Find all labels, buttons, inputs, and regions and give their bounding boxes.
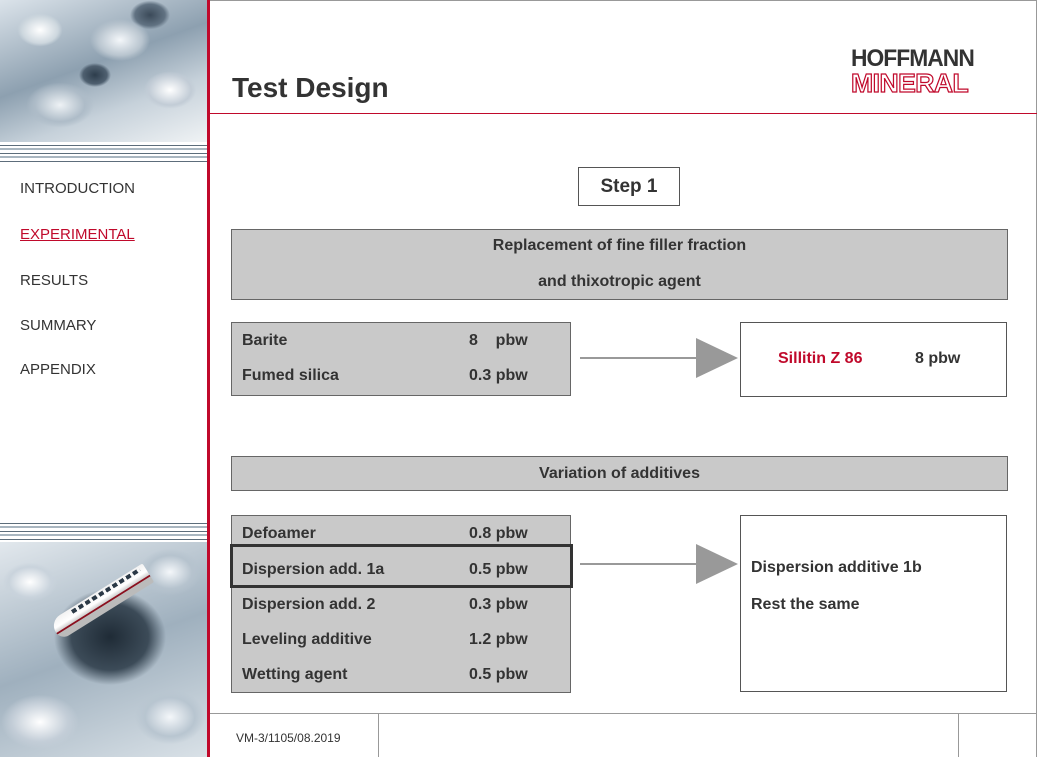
sidebar-divider <box>207 0 210 757</box>
right-arrow-icon <box>580 544 738 584</box>
decorative-stripes-bottom <box>0 520 207 542</box>
section1-banner: Replacement of fine filler fraction and … <box>231 229 1008 300</box>
section2-banner: Variation of additives <box>231 456 1008 491</box>
decorative-stripes-top <box>0 142 207 164</box>
ingredient-row: Dispersion add. 2 0.3 pbw <box>242 596 528 614</box>
nav-item-appendix[interactable]: APPENDIX <box>20 361 96 378</box>
ingredient-row: Barite 8 pbw <box>242 332 528 350</box>
ingredient-name: Leveling additive <box>242 631 372 648</box>
footer-separator <box>378 713 379 757</box>
ingredient-amount: 0.8 pbw <box>469 525 528 542</box>
ingredient-amount: 1.2 pbw <box>469 631 528 648</box>
footer-separator <box>958 713 959 757</box>
ingredient-name: Dispersion add. 1a <box>242 561 385 578</box>
ingredient-amount: 0.3 pbw <box>469 596 528 613</box>
ingredient-amount: 0.5 pbw <box>469 561 528 578</box>
ingredient-row: Leveling additive 1.2 pbw <box>242 631 528 649</box>
mineral-crystal-image-top <box>0 0 207 142</box>
section1-result-box: Sillitin Z 86 8 pbw <box>740 322 1007 397</box>
hoffmann-mineral-logo: HOFFMANN MINERAL <box>850 45 1011 98</box>
ingredient-name: Defoamer <box>242 525 316 542</box>
highlighted-row-frame <box>230 544 573 588</box>
result-line: Rest the same <box>751 596 860 613</box>
logo-text-bottom: MINERAL <box>850 68 969 98</box>
nav-item-summary[interactable]: SUMMARY <box>20 317 97 334</box>
result-line: Dispersion additive 1b <box>751 559 922 576</box>
ingredient-row: Defoamer 0.8 pbw <box>242 525 528 543</box>
ingredient-name: Fumed silica <box>242 367 339 384</box>
frame-top-border <box>0 0 1037 1</box>
section2-ingredients-box: Defoamer 0.8 pbw Dispersion add. 1a 0.5 … <box>231 515 571 693</box>
section1-banner-line1: Replacement of fine filler fraction <box>492 237 747 254</box>
ingredient-amount: 0.3 pbw <box>469 367 528 384</box>
ingredient-name: Wetting agent <box>242 666 348 683</box>
step-label: Step 1 <box>578 167 680 206</box>
result-amount: 8 pbw <box>915 350 961 367</box>
page-title: Test Design <box>232 72 389 103</box>
footer-divider <box>210 713 1037 714</box>
section1-ingredients-box: Barite 8 pbw Fumed silica 0.3 pbw <box>231 322 571 396</box>
sidebar: INTRODUCTION EXPERIMENTAL RESULTS SUMMAR… <box>0 0 207 757</box>
ingredient-amount: 8 pbw <box>469 332 528 349</box>
ingredient-amount: 0.5 pbw <box>469 666 528 683</box>
nav-item-introduction[interactable]: INTRODUCTION <box>20 180 135 197</box>
result-product: Sillitin Z 86 <box>778 350 863 367</box>
ingredient-row: Fumed silica 0.3 pbw <box>242 367 528 385</box>
section1-banner-line2: and thixotropic agent <box>538 273 701 290</box>
train-in-mineral-image <box>0 542 207 757</box>
document-code: VM-3/1105/08.2019 <box>236 731 341 745</box>
nav-item-results[interactable]: RESULTS <box>20 272 89 289</box>
ingredient-name: Barite <box>242 332 288 349</box>
right-arrow-icon <box>580 338 738 378</box>
ingredient-row: Dispersion add. 1a 0.5 pbw <box>242 561 528 579</box>
ingredient-name: Dispersion add. 2 <box>242 596 376 613</box>
nav-item-experimental[interactable]: EXPERIMENTAL <box>20 226 135 243</box>
section2-result-box: Dispersion additive 1b Rest the same <box>740 515 1007 692</box>
logo-text-top: HOFFMANN <box>851 45 975 72</box>
header-divider <box>210 113 1037 114</box>
ingredient-row: Wetting agent 0.5 pbw <box>242 666 528 684</box>
